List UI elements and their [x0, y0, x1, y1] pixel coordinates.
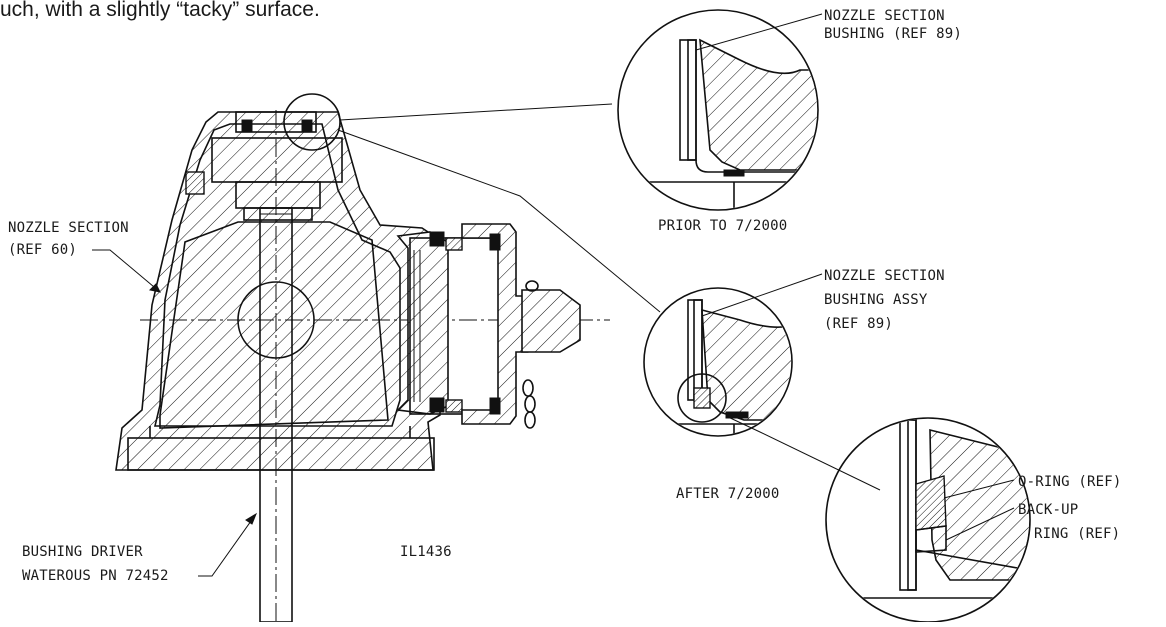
detail-o-ring: O-RING (REF) BACK-UP RING (REF)	[825, 417, 1122, 623]
leader-to-mid-detail	[337, 129, 661, 313]
nozzle-section-body	[115, 93, 610, 622]
top-detail-label-line1: NOZZLE SECTION	[824, 8, 945, 24]
top-caption: PRIOR TO 7/2000	[658, 218, 787, 234]
top-detail-label-line2: BUSHING (REF 89)	[824, 26, 962, 42]
detail-after-2000: NOZZLE SECTION BUSHING ASSY (REF 89) AFT…	[643, 268, 945, 502]
back-up-ring-label-line1: BACK-UP	[1018, 502, 1078, 518]
bushing-driver-callout: BUSHING DRIVER WATEROUS PN 72452	[22, 512, 258, 584]
bushing-driver-label-line2: WATEROUS PN 72452	[22, 568, 169, 584]
leader-to-top-detail	[339, 103, 613, 121]
back-up-ring-label-line2: RING (REF)	[1034, 526, 1120, 542]
bushing-driver-label-line1: BUSHING DRIVER	[22, 544, 143, 560]
header-text: uch, with a slightly “tacky” surface.	[0, 0, 320, 21]
nozzle-section-label-line1: NOZZLE SECTION	[8, 220, 129, 236]
o-ring-label: O-RING (REF)	[1018, 474, 1122, 490]
mid-caption: AFTER 7/2000	[676, 486, 780, 502]
mid-detail-label-line1: NOZZLE SECTION	[824, 268, 945, 284]
nozzle-section-callout: NOZZLE SECTION (REF 60)	[8, 220, 161, 293]
nozzle-section-label-line2: (REF 60)	[8, 242, 77, 258]
mid-detail-label-line2: BUSHING ASSY	[824, 292, 928, 308]
figure-id: IL1436	[400, 544, 452, 560]
detail-prior-2000: NOZZLE SECTION BUSHING (REF 89) PRIOR TO…	[617, 8, 962, 234]
nozzle-outlet	[396, 223, 581, 429]
mid-detail-label-line3: (REF 89)	[824, 316, 893, 332]
